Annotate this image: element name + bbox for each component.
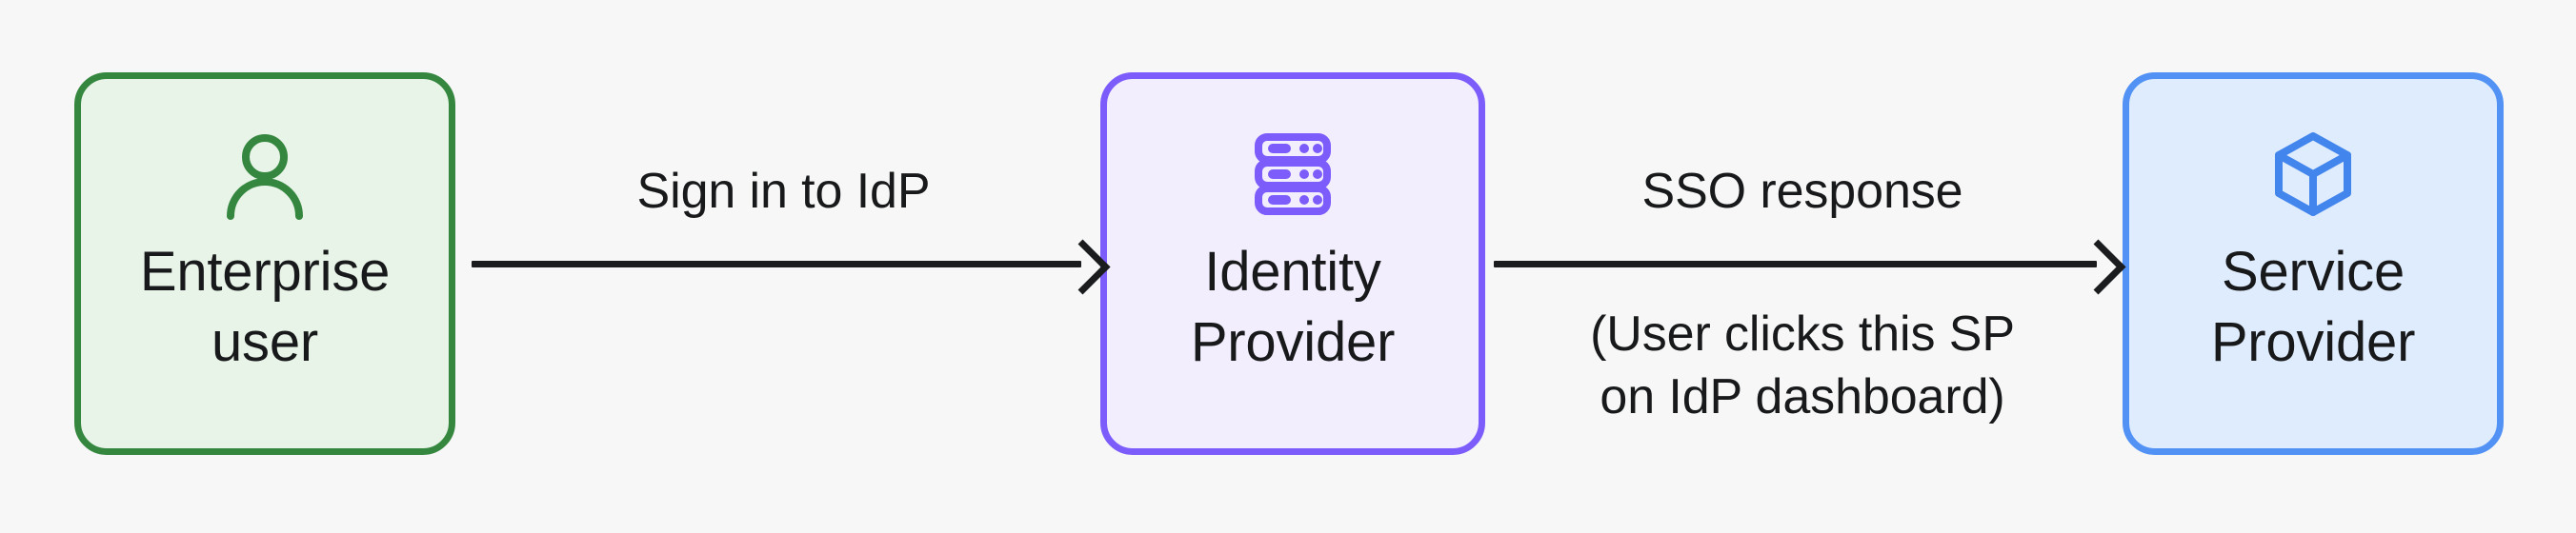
node-enterprise-user-label: Enterprise user xyxy=(139,241,391,373)
node-service-provider[interactable]: Service Provider xyxy=(2123,72,2504,455)
person-icon xyxy=(219,128,311,220)
edge-sso-response: SSO response (User clicks this SP on IdP… xyxy=(1494,0,2126,533)
node-identity-provider-label: Identity Provider xyxy=(1190,241,1396,373)
edge-sign-in-to-idp: Sign in to IdP xyxy=(472,0,1111,533)
server-rack-icon xyxy=(1247,128,1338,220)
node-service-provider-label: Service Provider xyxy=(2210,241,2416,373)
arrow-line xyxy=(472,261,1081,267)
arrow-line xyxy=(1494,261,2097,267)
edge-sso-response-note: (User clicks this SP on IdP dashboard) xyxy=(1590,306,2015,424)
edge-sign-in-to-idp-label: Sign in to IdP xyxy=(636,164,931,219)
arrow-head-icon xyxy=(2070,239,2126,295)
node-identity-provider[interactable]: Identity Provider xyxy=(1100,72,1485,455)
cube-box-icon xyxy=(2267,128,2359,220)
node-enterprise-user[interactable]: Enterprise user xyxy=(74,72,455,455)
edge-sso-response-label: SSO response xyxy=(1641,164,1963,219)
